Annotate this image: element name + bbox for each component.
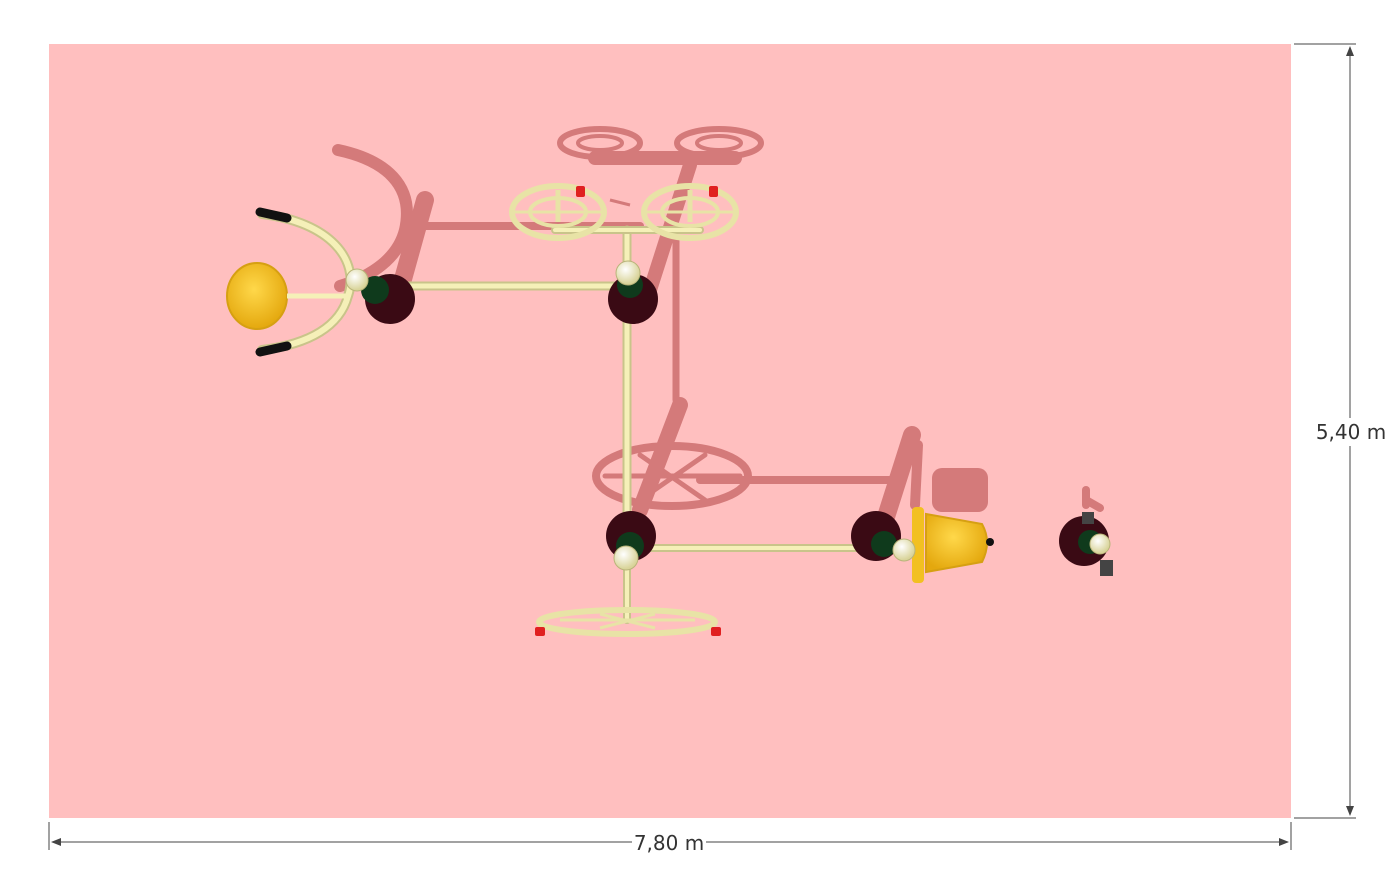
knob-2: [615, 260, 641, 286]
width-dimension: [48, 822, 1292, 850]
pedal-block-top: [1082, 512, 1094, 524]
steering-wheel-right: [641, 183, 739, 241]
pedal-station: [226, 207, 415, 357]
knob-1: [345, 268, 369, 292]
grip-bottom: [255, 341, 292, 357]
red-foot-left: [535, 627, 545, 636]
shadow-bar-top: [609, 198, 631, 207]
width-label: 7,80 m: [634, 831, 704, 855]
post-station: [1059, 512, 1113, 576]
steering-wheel-left: [509, 183, 607, 241]
knob-3: [613, 545, 639, 571]
knob-4: [892, 538, 916, 562]
hub-4: [871, 531, 897, 557]
knob-5: [1089, 533, 1111, 555]
red-foot-right: [711, 627, 721, 636]
steering-wheel-station: [509, 183, 739, 324]
height-dimension: [1294, 43, 1356, 819]
red-cap-left: [576, 186, 585, 197]
floor-wheel: [536, 607, 718, 637]
seat-backrest-shadow: [932, 468, 988, 512]
red-cap-right: [709, 186, 718, 197]
height-label: 5,40 m: [1316, 420, 1386, 444]
pedal-seat: [226, 262, 288, 330]
floor-wheel-station: [535, 511, 721, 637]
seat-back-pad: [912, 507, 924, 583]
seat-cushion: [925, 512, 988, 574]
grip-top: [255, 207, 292, 223]
pedal-block-bottom: [1100, 560, 1113, 576]
seat-station: [851, 507, 994, 583]
